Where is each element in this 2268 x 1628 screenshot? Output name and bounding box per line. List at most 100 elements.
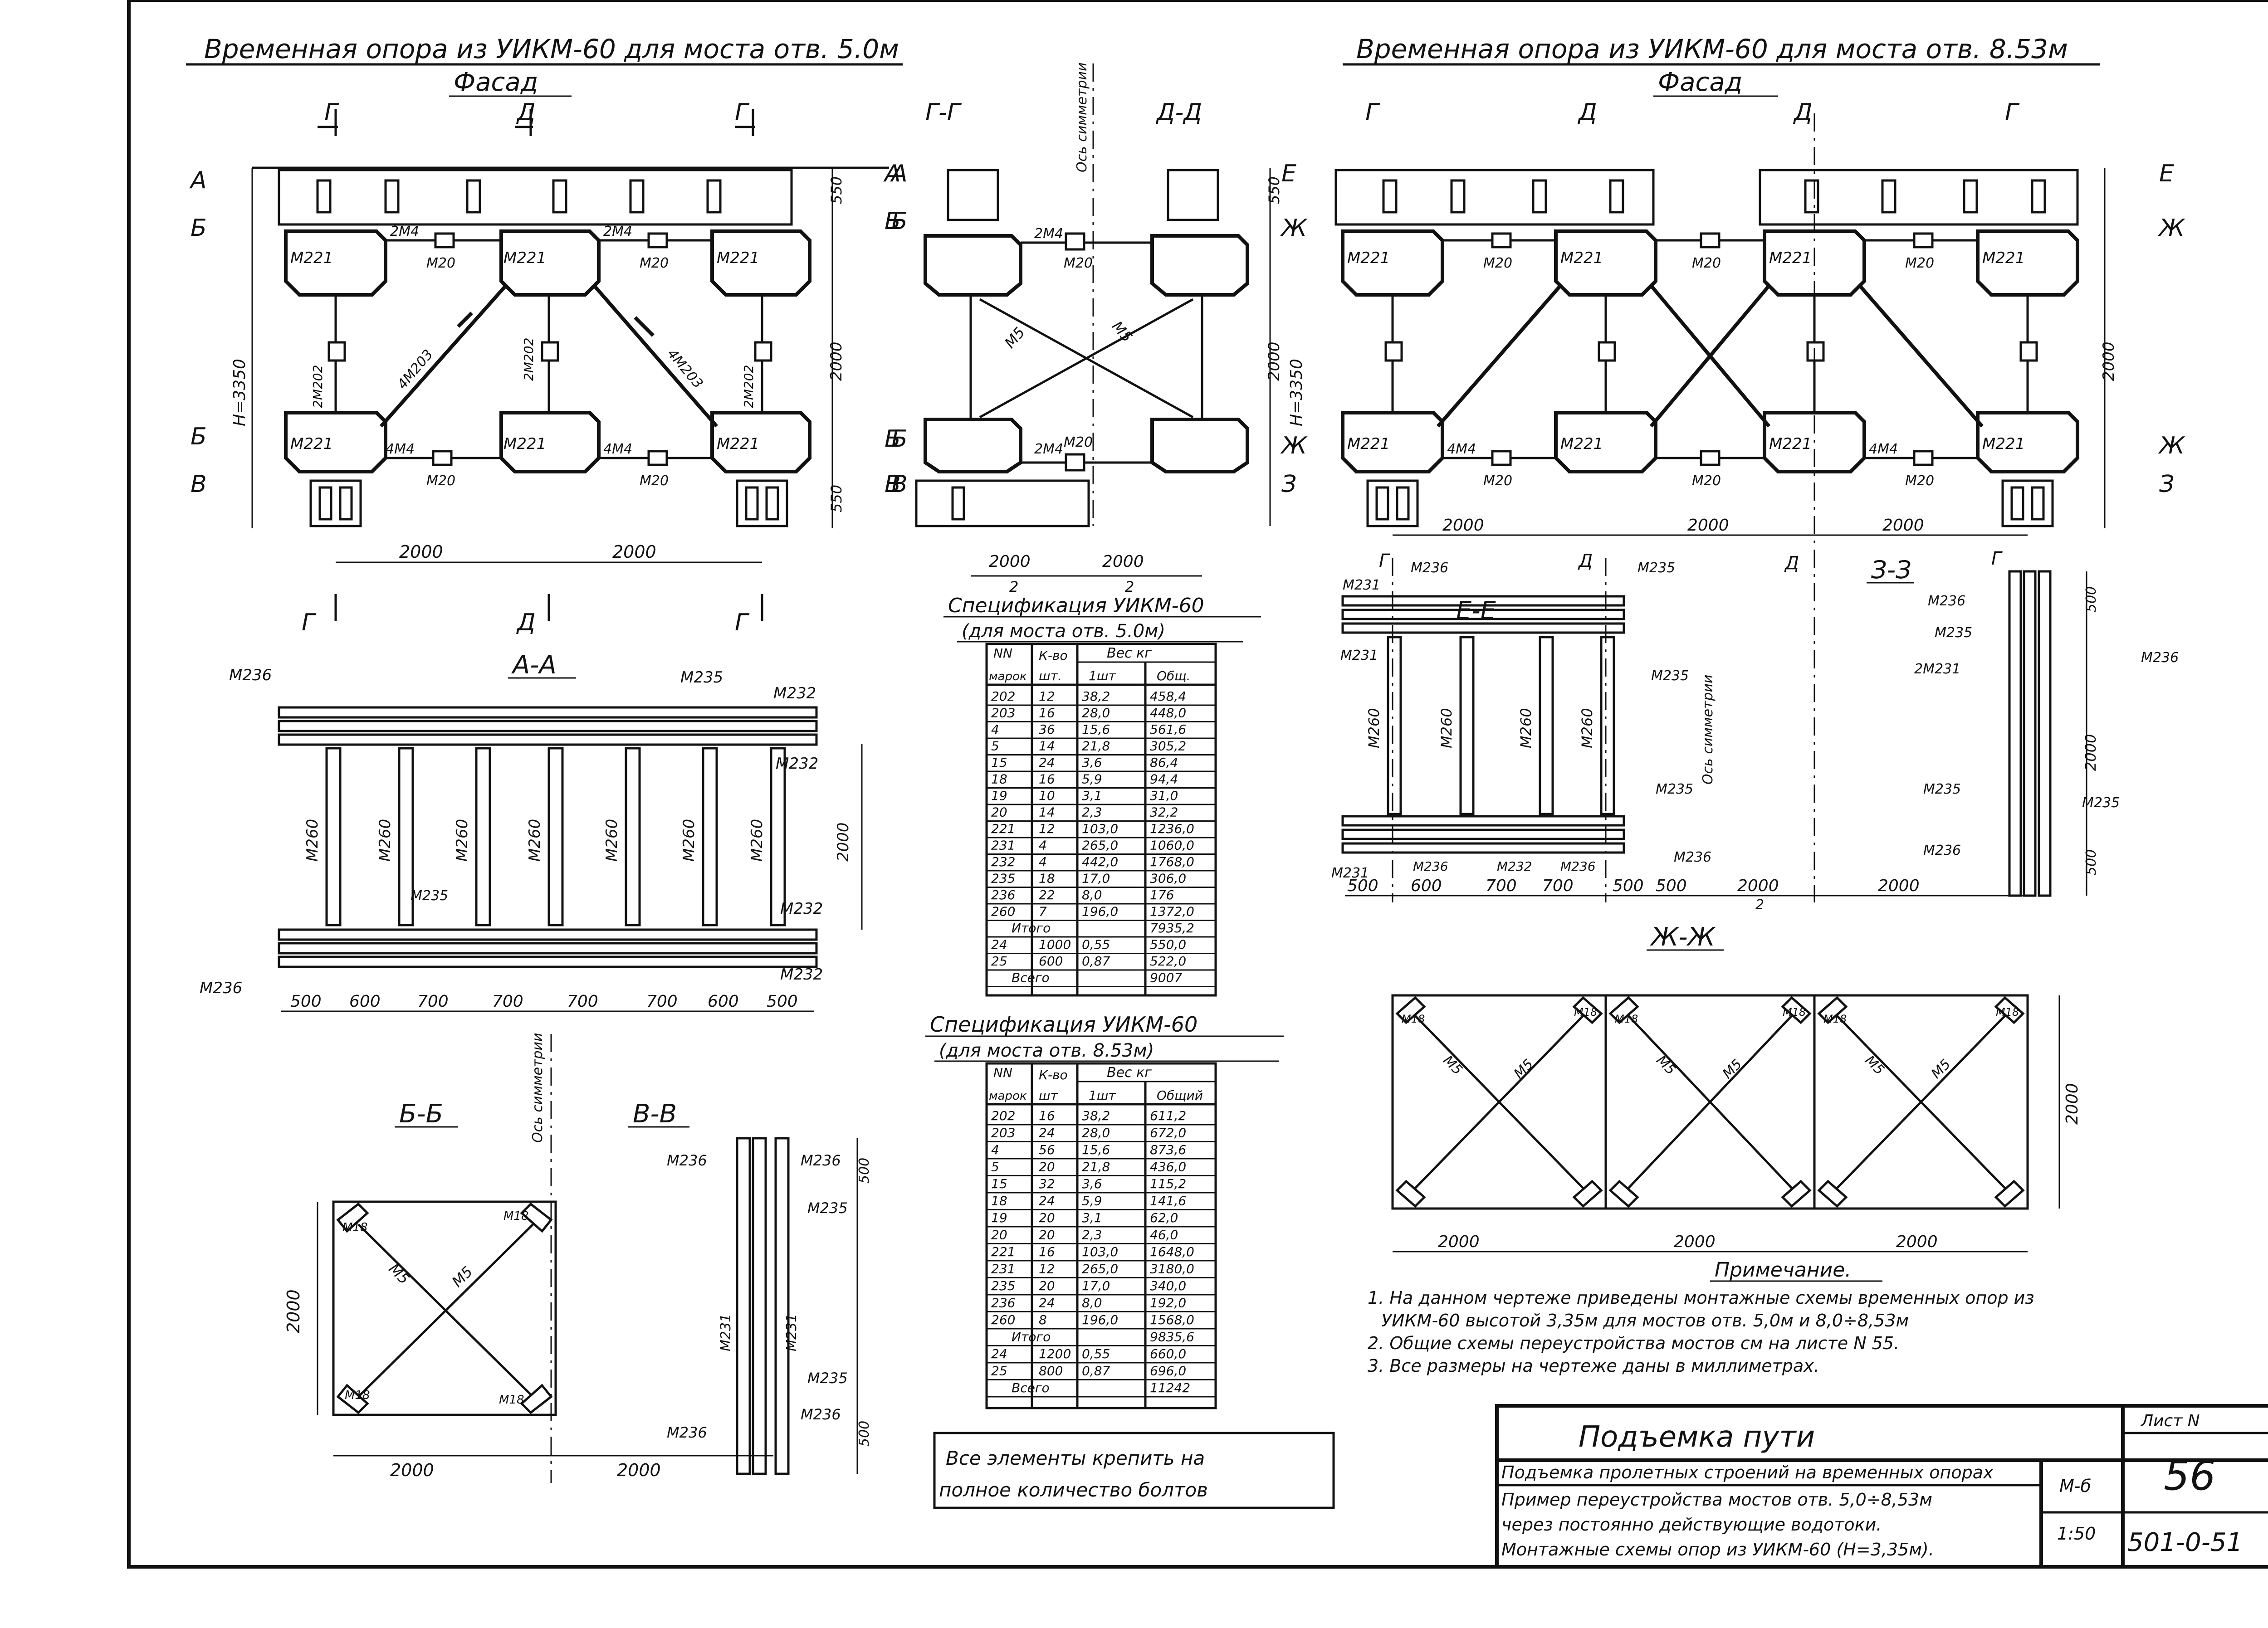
marker-e: Е — [2159, 160, 2174, 187]
spec1-cell: 236 — [991, 887, 1015, 902]
dim-2000: 2000 — [284, 1289, 303, 1333]
dim-2000: 2000 — [390, 1460, 434, 1480]
spec1-cell: 15 — [991, 755, 1007, 770]
stamp-line-2: Пример переустройства мостов отв. 5,0÷8,… — [1501, 1490, 1932, 1510]
spec2-cell: 260 — [991, 1312, 1015, 1327]
spec2-cell: 5 — [991, 1160, 999, 1175]
label-m235: М235 — [1923, 781, 1961, 797]
spec2-title: Спецификация УИКМ-60 — [930, 1012, 1198, 1037]
dim-2000: 2000 — [612, 542, 656, 562]
spec2-cell: 17,0 — [1082, 1278, 1110, 1293]
spec1-cell: 10 — [1039, 788, 1055, 803]
dim-2000: 2000 — [1896, 1233, 1938, 1251]
spec2-cell: 20 — [1039, 1228, 1055, 1243]
spec2-cell: 1648,0 — [1150, 1244, 1194, 1259]
label-m236: М236 — [1560, 859, 1596, 874]
svg-text:1шт: 1шт — [1089, 1088, 1116, 1103]
spec1-cell: 522,0 — [1150, 954, 1186, 969]
spec1-cell: 442,0 — [1082, 854, 1118, 869]
spec1-cell: 458,4 — [1150, 689, 1186, 704]
label-m235: М235 — [1651, 668, 1689, 684]
spec2-cell: 873,6 — [1150, 1142, 1186, 1157]
spec1-cell: 14 — [1039, 739, 1055, 754]
label-m235: М235 — [807, 1199, 848, 1217]
spec2-weight-header: Вес кг — [1107, 1065, 1152, 1081]
spec1-cell: 0,55 — [1082, 937, 1110, 952]
label-m18: М18 — [1996, 1006, 2019, 1019]
label-m231: М231 — [1331, 865, 1369, 881]
label-m18: М18 — [1402, 1013, 1425, 1025]
label-m20: М20 — [1483, 473, 1512, 489]
label-m236: М236 — [1413, 859, 1448, 874]
label-m236: М236 — [1674, 849, 1711, 865]
dim-2000: 2000 — [399, 542, 443, 562]
spec2-cell: 265,0 — [1082, 1262, 1118, 1277]
spec2-cell: 25 — [991, 1364, 1007, 1379]
section-zhzh: Ж-Ж М18 М18 М18 М18 М18 М18 М5 М5 М5 М5 … — [1391, 922, 2082, 1253]
spec1-cell: 600 — [1039, 954, 1063, 969]
svg-text:NN: NN — [993, 646, 1012, 661]
stamp-sheet-label: Лист N — [2140, 1412, 2200, 1430]
label-m232: М232 — [776, 755, 818, 773]
label-2m4: 2М4 — [1034, 226, 1063, 242]
spec2-cell: 16 — [1039, 1244, 1055, 1259]
spec1-cell: 32,2 — [1150, 805, 1178, 820]
spec1-cell: 17,0 — [1082, 871, 1110, 886]
dim-550: 550 — [828, 485, 845, 512]
spec2-cell: 24 — [1039, 1194, 1055, 1209]
spec2-cell: 38,2 — [1082, 1108, 1110, 1123]
label-m5: М5 — [1862, 1053, 1887, 1078]
dim-2000: 2000 — [834, 822, 852, 862]
spec2-cell: 46,0 — [1150, 1228, 1178, 1243]
spec2-cell: 24 — [1039, 1296, 1055, 1311]
marker-v: В — [191, 471, 207, 498]
label-m232: М232 — [780, 900, 823, 918]
dim-700: 700 — [1486, 877, 1517, 895]
spec1-cell: 1060,0 — [1150, 838, 1194, 853]
spec1-cell: 4 — [1039, 838, 1047, 853]
spec2-cell: 611,2 — [1150, 1108, 1186, 1123]
spec2-cell: 8,0 — [1082, 1296, 1102, 1311]
spec-table-2: Спецификация УИКМ-60 (для моста отв. 8.5… — [925, 1012, 1284, 1409]
sheet-frame — [127, 0, 2268, 1569]
note-line-4: 3. Все размеры на чертеже даны в миллиме… — [1368, 1356, 1819, 1376]
dim-550: 550 — [828, 176, 845, 204]
spec2-cell: Всего — [1012, 1380, 1050, 1395]
svg-text:марок: марок — [989, 670, 1027, 683]
spec2-cell: 24 — [991, 1346, 1007, 1361]
stamp-code: 501-0-51 — [2127, 1528, 2243, 1557]
label-m5: М5 — [449, 1263, 476, 1291]
dim-2000: 2000 — [1737, 877, 1779, 895]
spec1-cell: 305,2 — [1150, 739, 1186, 754]
label-4m4: 4М4 — [1869, 441, 1898, 457]
dim-500: 500 — [1656, 877, 1687, 895]
svg-text:К-во: К-во — [1039, 1067, 1068, 1082]
spec2-cell: 231 — [991, 1262, 1015, 1277]
title-right: Временная опора из УИКМ-60 для моста отв… — [1356, 34, 2068, 64]
spec1-cell: 18 — [991, 772, 1007, 787]
spec1-cell: 18 — [1039, 871, 1055, 886]
label-m20: М20 — [1692, 473, 1721, 489]
label-m236: М236 — [1928, 593, 1965, 609]
marker-g: Г — [324, 99, 339, 126]
section-dd-title: Д-Д — [1156, 99, 1202, 126]
label-4m4: 4М4 — [603, 441, 632, 457]
spec-table-1: Спецификация УИКМ-60 (для моста отв. 5.0… — [943, 594, 1261, 997]
spec2-cell: 20 — [991, 1228, 1007, 1243]
marker-g: Г — [2005, 99, 2020, 126]
label-m221: М221 — [290, 435, 333, 453]
spec2-cell: 203 — [991, 1126, 1015, 1141]
spec2-cell: 20 — [1039, 1160, 1055, 1175]
label-m260: М260 — [1365, 708, 1383, 748]
label-4m4: 4М4 — [1447, 441, 1476, 457]
svg-text:шт: шт — [1039, 1088, 1058, 1103]
marker-a: А — [890, 160, 908, 187]
section-gg-title: Г-Г — [925, 99, 962, 126]
spec1-cell: 448,0 — [1150, 706, 1186, 721]
dim-500: 500 — [2083, 849, 2099, 875]
label-m236: М236 — [1923, 843, 1961, 858]
spec1-cell: 24 — [1039, 755, 1055, 770]
spec2-cell: 3,6 — [1082, 1176, 1102, 1191]
